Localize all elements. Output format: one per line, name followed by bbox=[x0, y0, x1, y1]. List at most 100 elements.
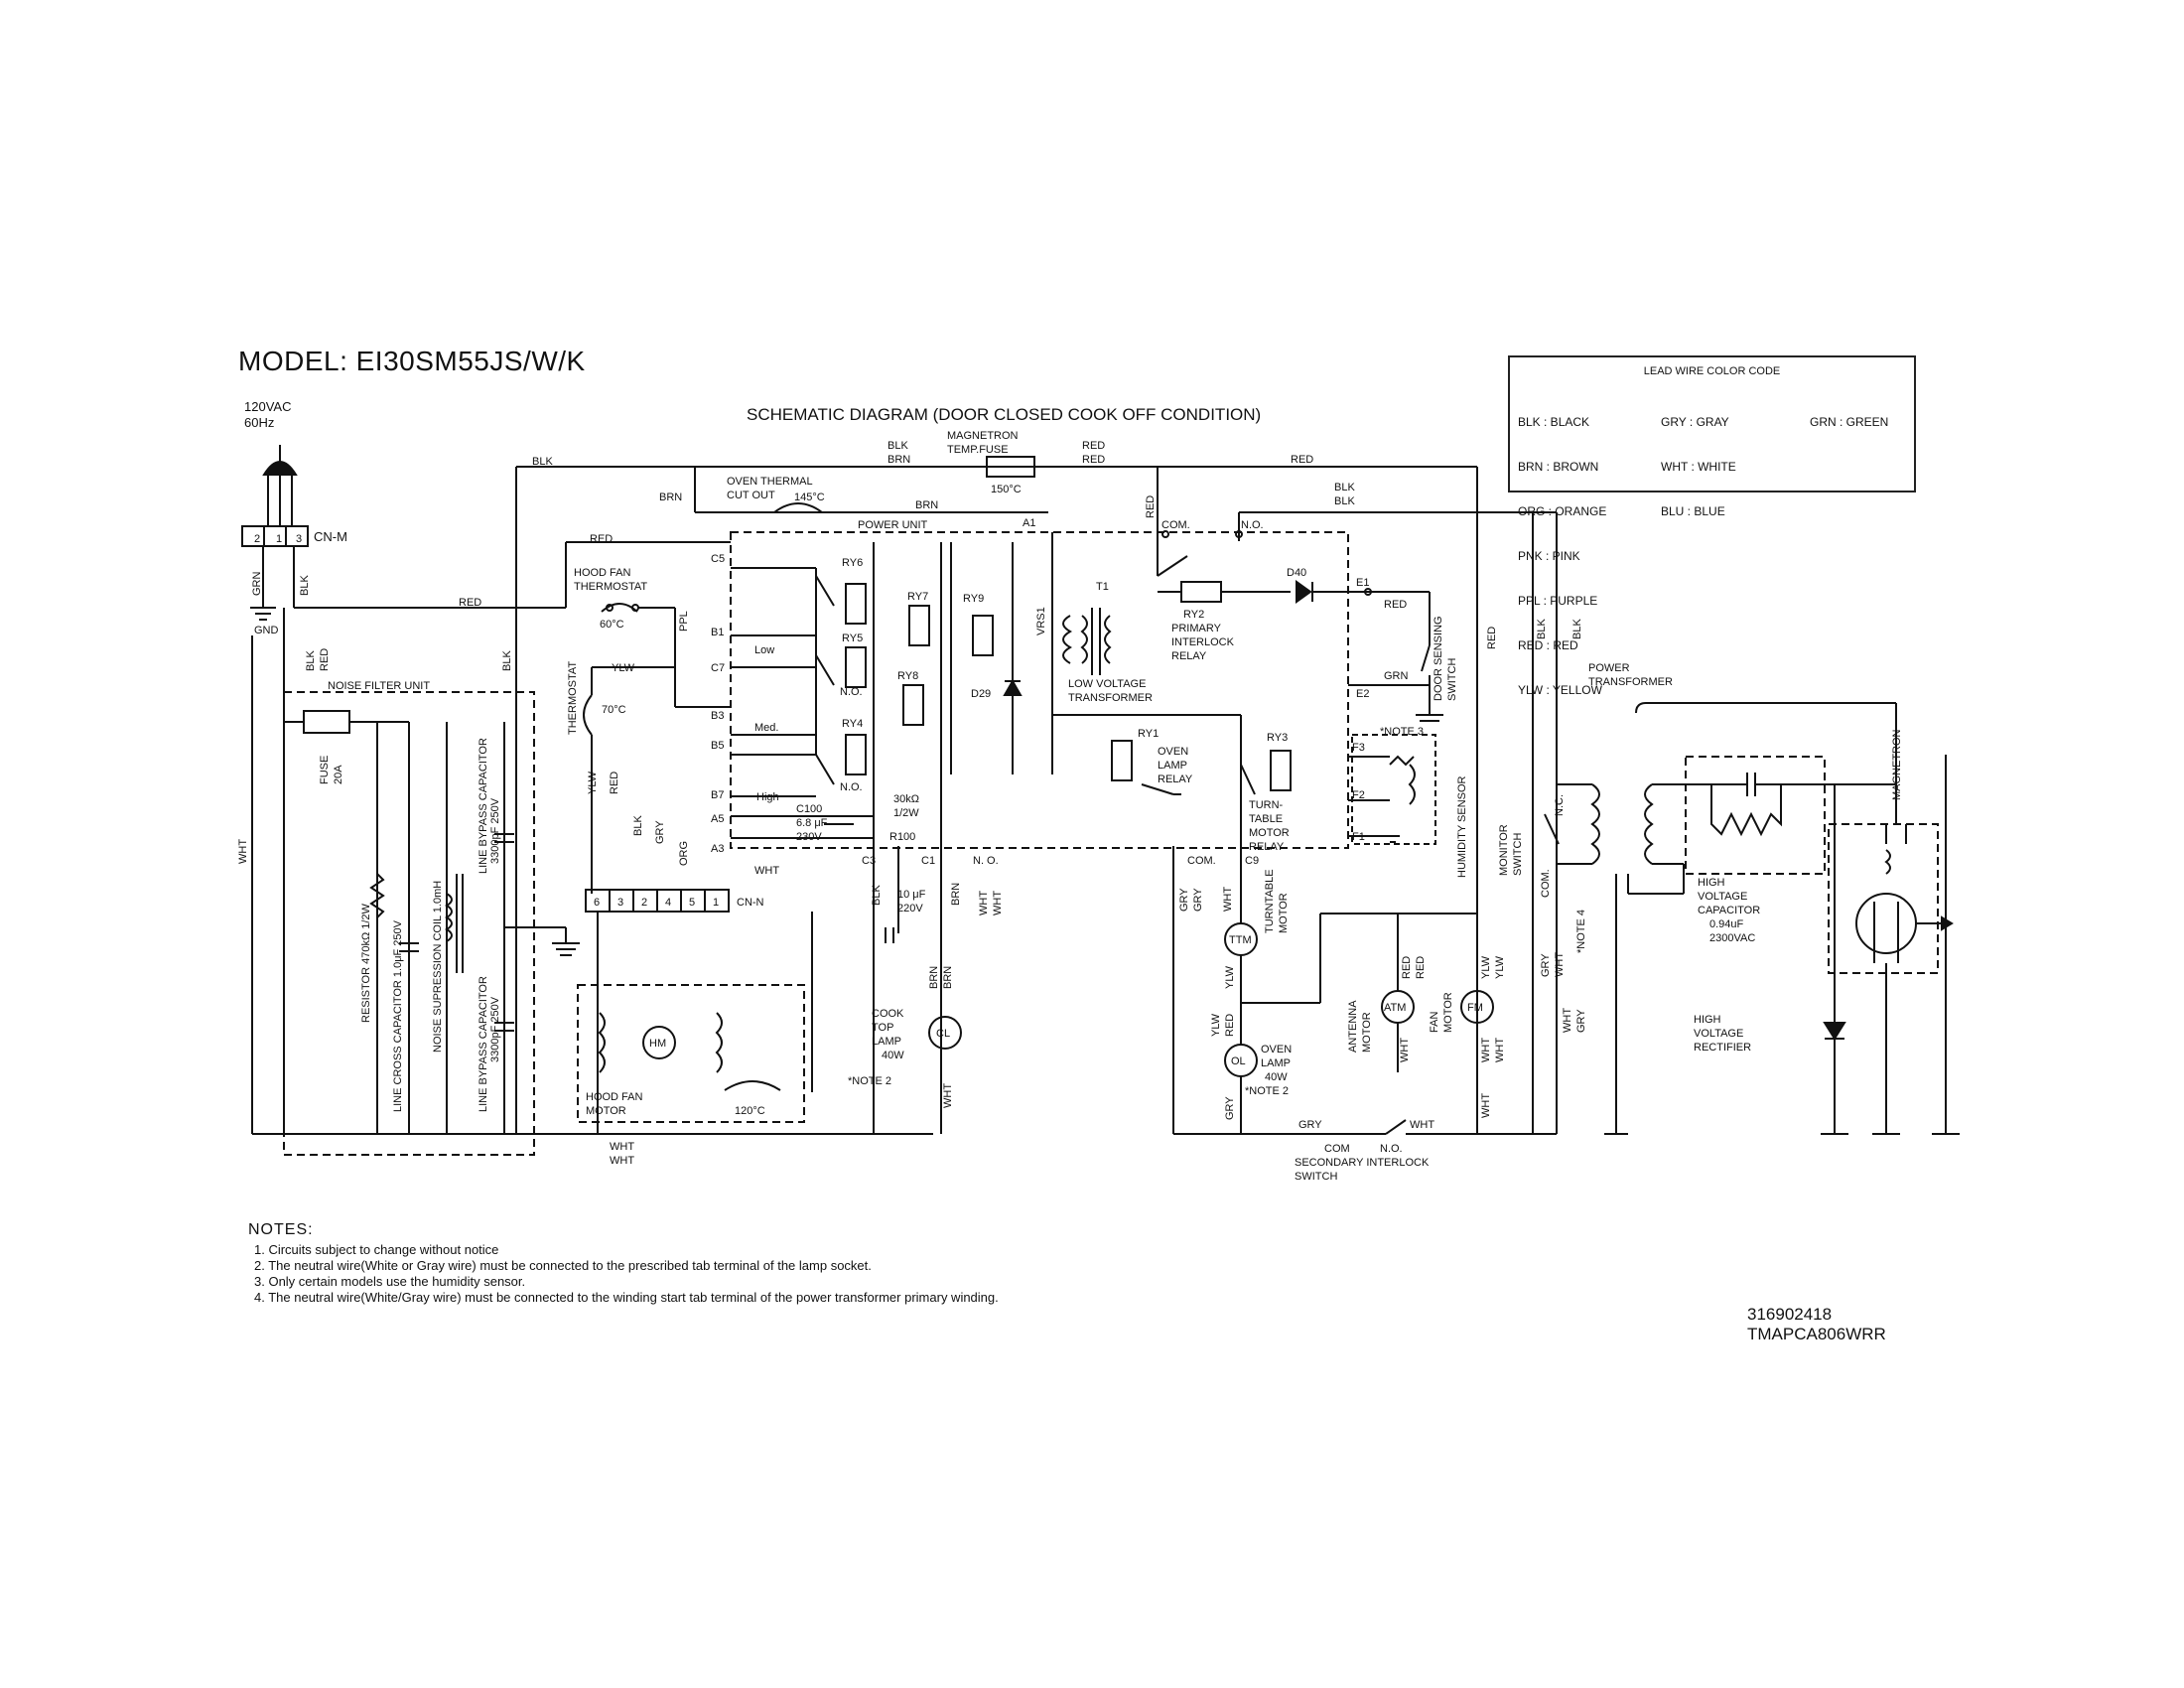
oven-lamp-relay-label-3: RELAY bbox=[1158, 774, 1193, 785]
primary-label-1: PRIMARY bbox=[1171, 623, 1222, 634]
hv-rectifier-label-2: VOLTAGE bbox=[1694, 1028, 1743, 1040]
red-ol-label: RED bbox=[1224, 1014, 1236, 1037]
blk-monitor-label-2: BLK bbox=[1571, 619, 1583, 639]
brn-left-label: BRN bbox=[659, 492, 682, 503]
blk-filter-label: BLK bbox=[501, 650, 513, 671]
c100-voltage-label: 230V bbox=[796, 831, 822, 843]
line-cross-capacitor-label: LINE CROSS CAPACITOR 1.0μF 250V bbox=[392, 919, 404, 1112]
model-code: TMAPCA806WRR bbox=[1747, 1325, 1886, 1343]
wht-bottom-right-label: WHT bbox=[1480, 1093, 1492, 1118]
ylw-fm-label-2: YLW bbox=[1494, 955, 1506, 979]
cn-n-pin-6: 6 bbox=[594, 897, 600, 909]
b3-label: B3 bbox=[711, 710, 724, 722]
line-bypass-cap-lower-label: LINE BYPASS CAPACITOR bbox=[478, 976, 489, 1112]
gry-load-label-1: GRY bbox=[1178, 888, 1190, 912]
brn-c1-label: BRN bbox=[950, 883, 962, 906]
ylw-ol-label: YLW bbox=[1210, 1013, 1222, 1037]
diagram-subtitle: SCHEMATIC DIAGRAM (DOOR CLOSED COOK OFF … bbox=[747, 405, 1262, 424]
turntable-relay-label-2: TABLE bbox=[1249, 813, 1283, 825]
magnetron-tube-icon bbox=[1855, 893, 1917, 954]
fm-label: FM bbox=[1467, 1002, 1483, 1014]
cut-out-temp-label: 145°C bbox=[794, 492, 825, 503]
secondary-interlock-label: SECONDARY INTERLOCK bbox=[1295, 1157, 1430, 1169]
c7-label: C7 bbox=[711, 662, 725, 674]
notes-heading: NOTES: bbox=[248, 1221, 314, 1238]
page-title: MODEL: EI30SM55JS/W/K bbox=[238, 346, 586, 376]
cn-m-pin-2: 2 bbox=[254, 533, 260, 545]
wht-left-label: WHT bbox=[237, 839, 249, 864]
high-speed-label: High bbox=[756, 791, 779, 803]
red-atm-label-2: RED bbox=[1415, 956, 1427, 979]
cook-label: COOK bbox=[872, 1008, 904, 1020]
monitor-switch-label-1: MONITOR bbox=[1498, 824, 1510, 876]
gry-load-label-2: GRY bbox=[1192, 888, 1204, 912]
note-item: 3. Only certain models use the humidity … bbox=[254, 1274, 526, 1289]
legend-item: BRN : BROWN bbox=[1518, 460, 1599, 474]
hv-rectifier-label-3: RECTIFIER bbox=[1694, 1042, 1751, 1054]
ry2-label: RY2 bbox=[1183, 609, 1204, 621]
magnetron-box bbox=[1828, 823, 1939, 974]
wht-load-label: WHT bbox=[1222, 887, 1234, 912]
a5-label: A5 bbox=[711, 813, 724, 825]
atm-label: ATM bbox=[1384, 1002, 1406, 1014]
e2-label: E2 bbox=[1356, 688, 1369, 700]
ry1-coil bbox=[1111, 740, 1133, 781]
d40-diode bbox=[1296, 580, 1312, 604]
line-bypass-cap-lower-value: 3300pF 250V bbox=[489, 996, 501, 1062]
noise-coil-label: NOISE SUPRESSION COIL 1.0mH bbox=[432, 881, 444, 1053]
brn-cl-label-1: BRN bbox=[928, 966, 940, 989]
document-number: 316902418 TMAPCA806WRR bbox=[1747, 1305, 1886, 1344]
lamp-label: LAMP bbox=[872, 1036, 901, 1048]
gry-monitor-label: GRY bbox=[1540, 953, 1552, 977]
turntable-relay-label-3: MOTOR bbox=[1249, 827, 1290, 839]
ry9-label: RY9 bbox=[963, 593, 984, 605]
cn-m-connector bbox=[241, 525, 309, 547]
b1-label: B1 bbox=[711, 627, 724, 638]
cn-n-pin-5: 5 bbox=[689, 897, 695, 909]
top-label: TOP bbox=[872, 1022, 893, 1034]
noise-filter-unit-box bbox=[283, 691, 535, 1156]
cap-voltage-label: 220V bbox=[897, 903, 923, 914]
cn-m-pin-3: 3 bbox=[296, 533, 302, 545]
turntable-relay-label-1: TURN- bbox=[1249, 799, 1284, 811]
med-speed-label: Med. bbox=[754, 722, 778, 734]
d40-label: D40 bbox=[1287, 567, 1306, 579]
humidity-sensor-box bbox=[1351, 734, 1436, 845]
cn-n-pin-4: 4 bbox=[665, 897, 671, 909]
power-transformer-core bbox=[1635, 702, 1896, 714]
supply-frequency-label: 60Hz bbox=[244, 415, 274, 430]
transformer-label: TRANSFORMER bbox=[1068, 692, 1153, 704]
humidity-sensor-element bbox=[1389, 755, 1416, 805]
wht-monitor-label: WHT bbox=[1554, 952, 1566, 977]
wht-atm-label: WHT bbox=[1399, 1038, 1411, 1062]
legend-item: PPL : PURPLE bbox=[1518, 594, 1598, 608]
wht-no-label-1: WHT bbox=[978, 891, 990, 915]
legend-item: BLU : BLUE bbox=[1661, 504, 1725, 518]
cn-n-label: CN-N bbox=[737, 897, 764, 909]
wht-cl-label: WHT bbox=[942, 1083, 954, 1108]
red-vertical-label: RED bbox=[319, 648, 331, 671]
ol-note2-label: *NOTE 2 bbox=[1245, 1085, 1289, 1097]
hv-capacitor-label-2: VOLTAGE bbox=[1698, 891, 1747, 903]
coil-symbol bbox=[445, 893, 453, 942]
ry9-coil bbox=[972, 615, 994, 656]
cl-label: CL bbox=[936, 1028, 950, 1040]
note3-label: *NOTE 3 bbox=[1380, 726, 1424, 738]
hood-motor-temp-label: 120°C bbox=[735, 1105, 765, 1117]
hood-fan-thermostat bbox=[601, 603, 638, 613]
note-item: 1. Circuits subject to change without no… bbox=[254, 1242, 499, 1257]
org-cn-label: ORG bbox=[678, 841, 690, 866]
ry4-coil bbox=[845, 734, 867, 775]
legend-item: YLW : YELLOW bbox=[1518, 683, 1602, 697]
note-item: 2. The neutral wire(White or Gray wire) … bbox=[254, 1258, 872, 1273]
wht-cn-label: WHT bbox=[754, 865, 779, 877]
supply-voltage-label: 120VAC bbox=[244, 399, 291, 414]
wht-secondary-label: WHT bbox=[1410, 1119, 1434, 1131]
legend-column-3: GRN : GREEN bbox=[1810, 385, 1888, 460]
legend-item: WHT : WHITE bbox=[1661, 460, 1736, 474]
note4-label: *NOTE 4 bbox=[1575, 910, 1587, 953]
brn-cl-label-2: BRN bbox=[942, 966, 954, 989]
legend-item: RED : RED bbox=[1518, 638, 1578, 652]
ry2-coil bbox=[1180, 581, 1222, 603]
